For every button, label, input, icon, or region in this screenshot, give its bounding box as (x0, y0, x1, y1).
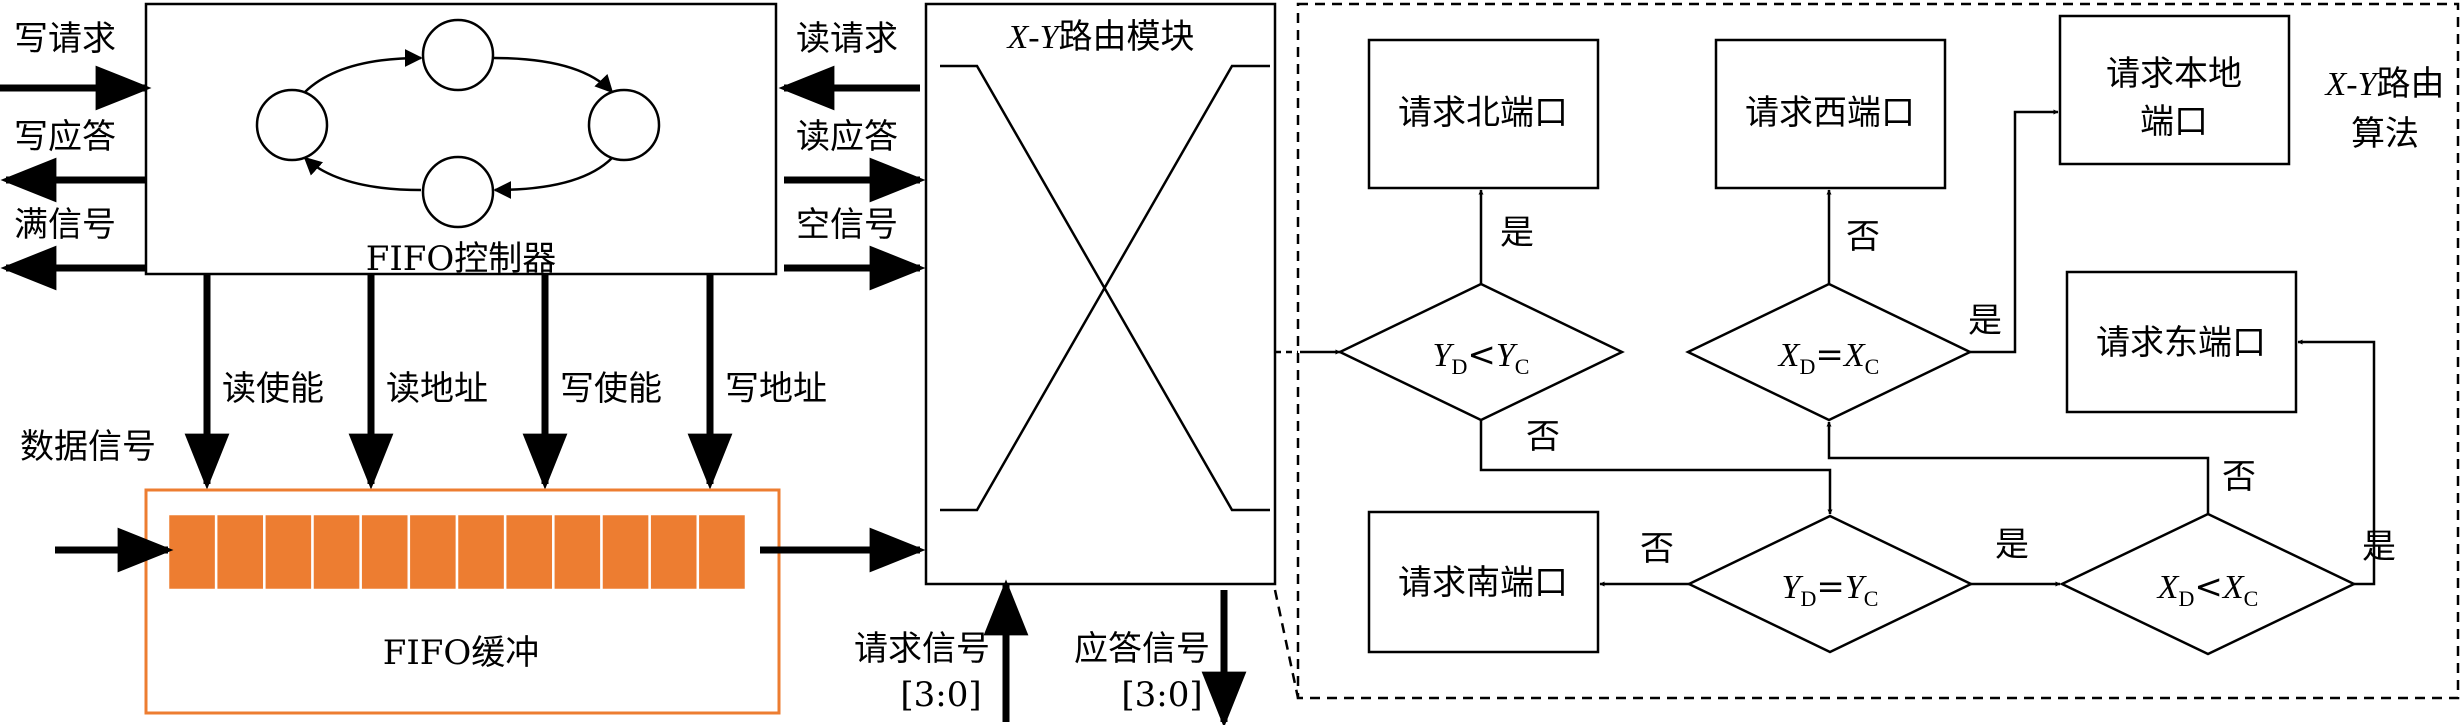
decision-xd-lt-xc-label: XD<XC (2156, 567, 2259, 611)
local-port-box (2058, 14, 2291, 166)
fifo-cell (696, 512, 748, 592)
request-signal-range: [3:0] (900, 675, 981, 715)
local-port-label-line1: 请求本地 (2106, 54, 2242, 94)
xy-router-module: X-Y路由模块 请求信号 [3:0] 应答信号 [3:0] (854, 2, 1277, 725)
decision-xd-eq-xc-label: XD=XC (1777, 335, 1880, 379)
local-port-label-line2: 端口 (2140, 102, 2208, 142)
decision-yd-eq-yc-label: YD=YC (1782, 567, 1879, 611)
controller-left-signals: 写请求 写应答 满信号 (0, 19, 152, 291)
flow-xd-lt-xc-no-arrow (1826, 421, 2210, 514)
fifo-cell (648, 512, 700, 592)
zoom-connector-line (1273, 589, 1300, 699)
north-port-box (1367, 38, 1600, 190)
fifo-cell (166, 512, 218, 592)
request-signal-label: 请求信号 (854, 629, 990, 669)
state-circle-top (421, 18, 495, 92)
south-port-label: 请求南端口 (1398, 563, 1568, 603)
xd-lt-xc-yes-label: 是 (2362, 527, 2396, 567)
fifo-cell (552, 512, 603, 592)
controller-right-signals: 读请求 读应答 空信号 (778, 19, 926, 291)
state-circle-bottom (421, 155, 495, 229)
west-port-box (1714, 38, 1947, 190)
fifo-buffer-label: FIFO缓冲 (383, 633, 540, 673)
response-signal-label: 应答信号 (1074, 629, 1210, 669)
fifo-cell (359, 512, 411, 592)
read-response-label: 读应答 (796, 117, 898, 157)
router-title: X-Y路由模块 (1005, 17, 1194, 57)
fifo-cell (503, 512, 555, 592)
fifo-cell (311, 512, 362, 592)
state-machine (255, 18, 661, 229)
write-request-label: 写请求 (14, 19, 116, 59)
xd-eq-xc-no-label: 否 (1846, 217, 1880, 257)
xy-routing-algorithm: X-Y路由 算法 请求北端口 请求西端口 请求本地 端口 请求东端口 请求南端口… (1273, 2, 2460, 700)
decision-yd-lt-yc (1337, 282, 1625, 422)
fifo-cell (263, 512, 314, 592)
yd-lt-yc-yes-label: 是 (1500, 213, 1534, 253)
algorithm-title-line1: X-Y路由 (2323, 64, 2444, 104)
router-cross-line-2 (940, 64, 1270, 512)
east-port-label: 请求东端口 (2096, 323, 2266, 363)
state-arrow-left-top (304, 49, 423, 93)
read-request-label: 读请求 (796, 19, 898, 59)
response-signal-range: [3:0] (1121, 675, 1202, 715)
write-response-label: 写应答 (14, 117, 116, 157)
xd-eq-xc-yes-label: 是 (1968, 301, 2002, 341)
write-enable-label: 写使能 (560, 369, 662, 409)
yd-eq-yc-no-label: 否 (1640, 529, 1674, 569)
controller-down-signals: 读使能 读地址 写使能 写地址 (184, 274, 827, 490)
flow-yd-lt-yc-no-arrow (1479, 420, 1833, 515)
algorithm-title-line2: 算法 (2351, 114, 2419, 154)
fifo-cell (455, 512, 507, 592)
state-circle-left (255, 88, 329, 162)
flow-xd-lt-xc-yes-arrow (2297, 339, 2376, 586)
yd-eq-yc-yes-label: 是 (1995, 525, 2029, 565)
yd-lt-yc-no-label: 否 (1526, 417, 1560, 457)
state-arrow-bottom-left (303, 156, 422, 192)
state-circle-right (587, 88, 661, 162)
xd-lt-xc-no-label: 否 (2222, 457, 2256, 497)
fifo-controller-label: FIFO控制器 (366, 239, 557, 279)
flow-xd-eq-xc-yes-arrow (1970, 109, 2059, 354)
fifo-cell (214, 512, 266, 592)
east-port-box (2065, 270, 2298, 414)
fifo-buffer: 数据信号 FIFO缓冲 (20, 427, 926, 715)
decision-yd-lt-yc-label: YD<YC (1433, 335, 1530, 379)
fifo-cell (600, 512, 651, 592)
fifo-cell (407, 512, 459, 592)
fifo-cells (166, 512, 748, 592)
fifo-controller: FIFO控制器 (144, 2, 778, 279)
south-port-box (1367, 510, 1600, 654)
data-signal-label: 数据信号 (20, 427, 156, 467)
write-address-label: 写地址 (725, 369, 827, 409)
empty-signal-label: 空信号 (796, 205, 898, 245)
read-enable-label: 读使能 (222, 369, 324, 409)
read-address-label: 读地址 (386, 369, 488, 409)
north-port-label: 请求北端口 (1398, 93, 1568, 133)
full-signal-label: 满信号 (14, 205, 116, 245)
state-arrow-right-bottom (493, 157, 613, 199)
algorithm-dashed-border (1296, 2, 2460, 700)
west-port-label: 请求西端口 (1745, 93, 1915, 133)
state-arrow-top-right (493, 56, 614, 94)
